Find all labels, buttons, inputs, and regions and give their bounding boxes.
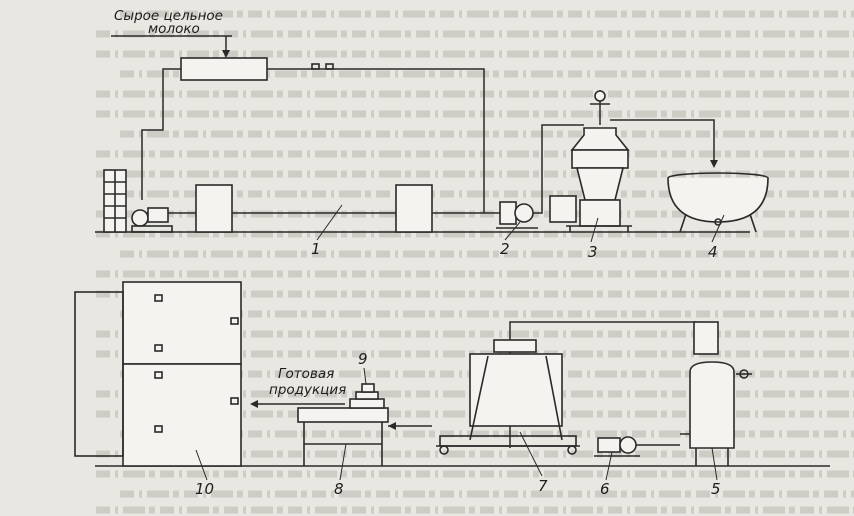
callout-leaders	[195, 204, 725, 481]
heating-kettle	[667, 172, 769, 233]
transfer-pump	[594, 433, 690, 457]
callout-8: 8	[334, 480, 344, 498]
callout-5: 5	[711, 480, 721, 498]
callout-9: 9	[358, 350, 368, 368]
cream-pipe	[610, 119, 715, 160]
storage-tank-battery	[103, 169, 500, 233]
raw-milk-caption-line2: молоко	[148, 21, 200, 37]
milk-separator	[549, 90, 632, 232]
finished-product-arrow	[250, 400, 345, 408]
milk-pipeline	[141, 63, 485, 214]
storage-tank-2	[395, 184, 433, 233]
receiving-tank	[180, 57, 268, 81]
callout-2: 2	[500, 240, 510, 258]
raw-milk-caption-line1: Сырое цельное	[114, 8, 223, 24]
callout-3: 3	[588, 243, 598, 261]
raw-milk-inlet	[111, 35, 232, 58]
pasteurisation-bath	[689, 321, 752, 466]
callout-6: 6	[600, 480, 610, 498]
product-caption-line2: продукция	[269, 382, 346, 398]
ripening-tank	[436, 321, 697, 455]
callout-10: 10	[195, 480, 214, 498]
packaging-machine	[349, 383, 385, 409]
callout-1: 1	[311, 240, 321, 258]
thermostatic-cabinets	[74, 281, 242, 467]
product-caption-line1: Готовая	[278, 366, 334, 382]
callout-7: 7	[538, 477, 548, 495]
feed-pump	[496, 201, 538, 229]
storage-tank-1	[195, 184, 233, 233]
callout-4: 4	[708, 243, 718, 261]
pipe-to-separator	[533, 124, 584, 214]
pump-left	[131, 207, 173, 233]
packing-table	[297, 407, 389, 466]
